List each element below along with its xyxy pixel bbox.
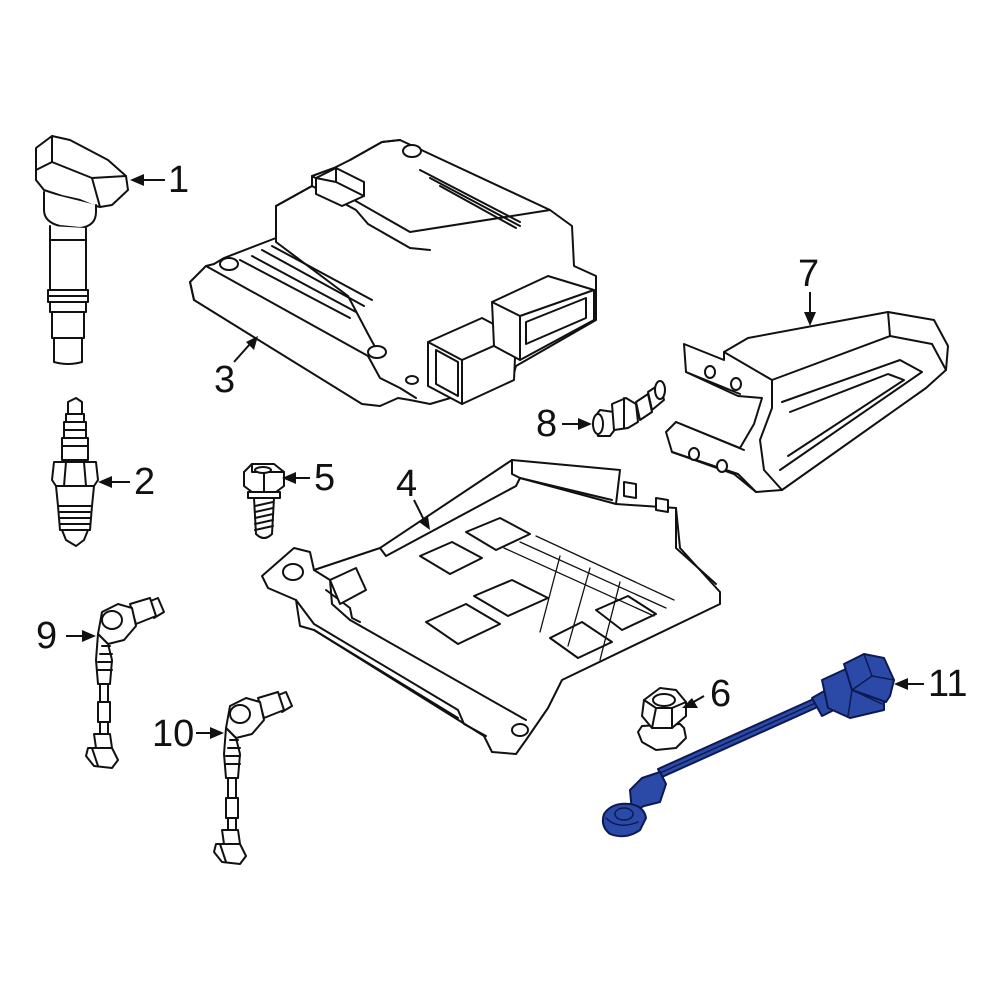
callout-label: 11 [928,663,967,705]
callout-7: 7 [798,253,819,326]
callout-label: 10 [152,713,194,755]
spark-plug[interactable] [51,397,99,547]
callout-1: 1 [130,159,189,201]
callout-label: 7 [798,253,819,295]
callout-6: 6 [682,673,731,715]
callout-10: 10 [152,713,224,755]
bolt[interactable] [243,463,285,539]
speed-sensor-harness[interactable] [213,691,293,865]
position-sensor-harness[interactable] [85,597,165,769]
callout-4: 4 [396,463,430,530]
callout-label: 8 [536,403,557,445]
ignition-coil[interactable] [35,135,129,365]
heat-shield-cover[interactable] [665,311,949,493]
callout-2: 2 [98,461,155,503]
knock-sensor[interactable] [601,653,895,838]
callout-label: 1 [168,159,189,201]
callout-label: 2 [134,461,155,503]
callout-label: 3 [214,359,235,401]
callout-label: 9 [36,615,57,657]
callout-9: 9 [36,615,96,657]
callout-label: 4 [396,463,417,505]
callout-3: 3 [214,336,258,401]
callout-5: 5 [282,457,335,499]
callout-11: 11 [894,663,967,705]
callout-8: 8 [536,403,592,445]
nut[interactable] [637,687,687,751]
engine-control-module[interactable] [189,139,597,407]
callout-label: 5 [314,457,335,499]
ecm-mounting-bracket[interactable] [261,459,721,755]
callout-label: 6 [710,673,731,715]
temperature-sensor[interactable] [592,380,666,437]
